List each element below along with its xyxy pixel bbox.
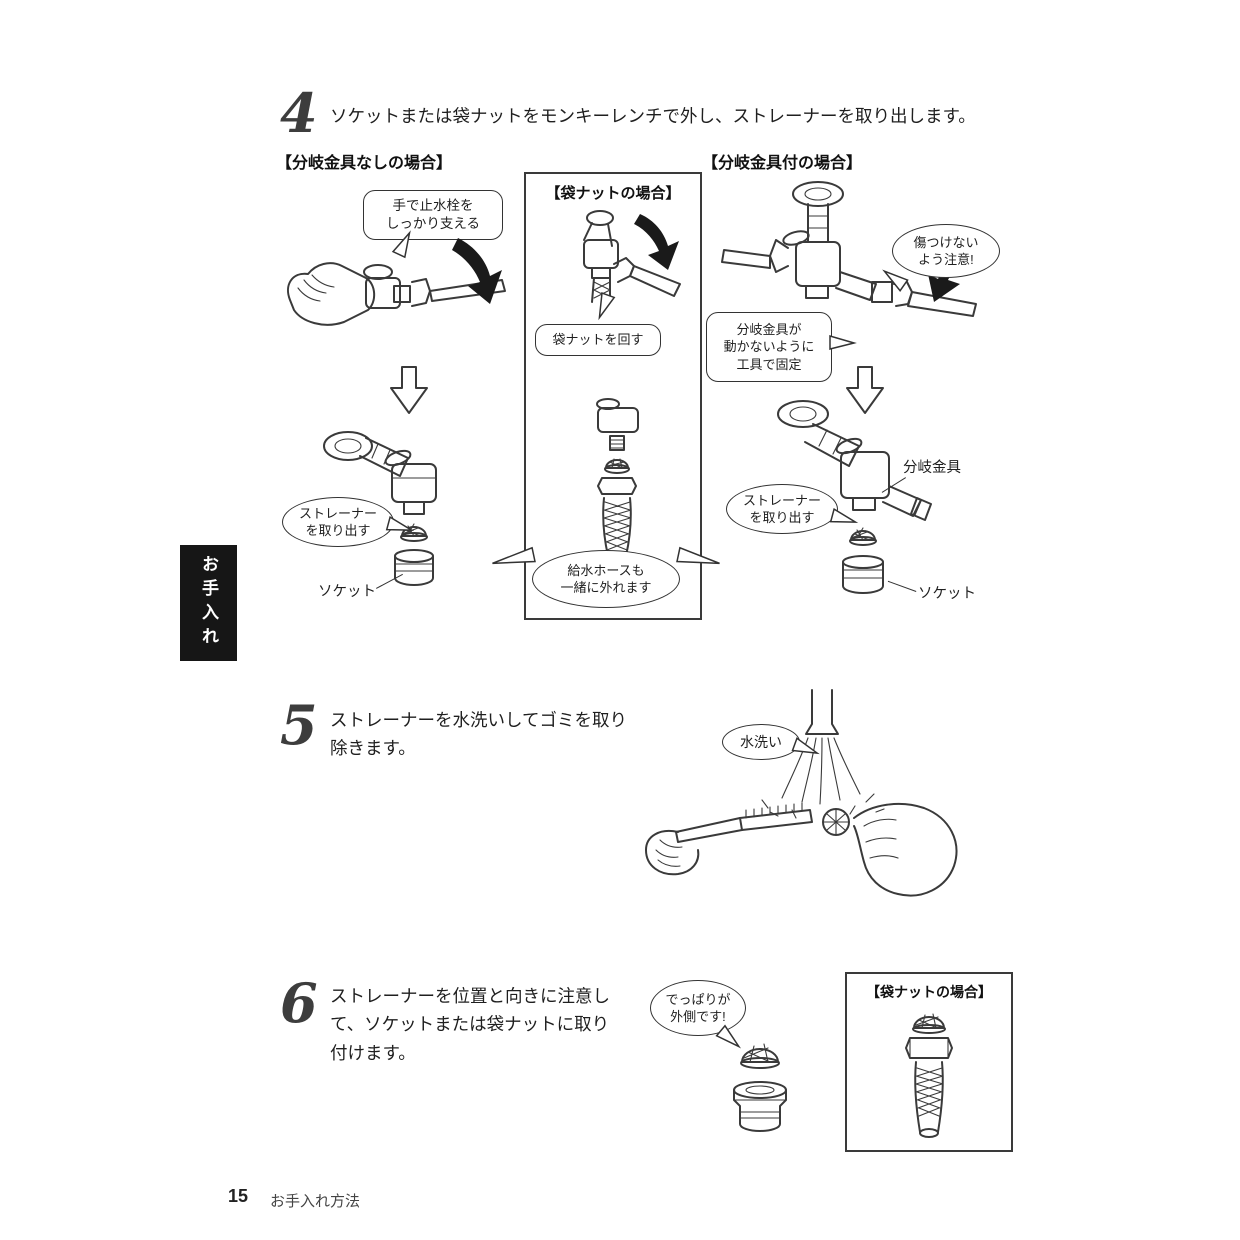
hose-detach-callout: 給水ホースも 一緒に外れます: [532, 550, 680, 608]
socket-label-right: ソケット: [918, 586, 976, 602]
turn-nut-callout: 袋ナットを回す: [535, 324, 661, 356]
callout-tail: [715, 1024, 742, 1049]
strainer-callout-left: ストレーナー を取り出す: [282, 497, 394, 547]
hold-valve-bubble: 手で止水栓を しっかり支える: [363, 190, 503, 240]
step6-number: 6: [280, 971, 318, 1035]
hollow-down-arrow-icon: [846, 366, 884, 414]
callout-tail: [492, 546, 536, 565]
fix-fitting-callout: 分岐金具が 動かないように 工具で固定: [706, 312, 832, 382]
side-tab-care: お手入れ: [180, 545, 237, 661]
callout-tail: [391, 230, 411, 259]
step5-instruction: ストレーナーを水洗いしてゴミを取り 除きます。: [330, 710, 627, 759]
exploded-parts-illustration: [596, 398, 639, 562]
callout-tail: [882, 269, 909, 292]
cap-nut-wrench-illustration: [583, 210, 681, 303]
wash-callout: 水洗い: [722, 724, 800, 760]
strainer-nut-hose-illustration: [905, 1013, 953, 1138]
callout-tail: [598, 291, 616, 321]
cap-nut-case-box-step6: [845, 972, 1013, 1152]
cap-nut-header-step6: 【袋ナットの場合】: [866, 984, 992, 1000]
stop-valve-parts-illustration: [323, 431, 437, 586]
strainer-callout-right: ストレーナー を取り出す: [726, 484, 838, 534]
hand-wrench-illustration: [287, 238, 506, 326]
step4-number: 4: [280, 81, 318, 145]
callout-tail: [676, 546, 720, 565]
protrusion-callout: でっぱりが 外側です!: [650, 980, 746, 1036]
branch-fitting-label: 分岐金具: [903, 460, 961, 476]
strainer-washing-illustration: [645, 689, 958, 897]
cap-nut-header: 【袋ナットの場合】: [545, 185, 681, 202]
section-header-no-branch: 【分岐金具なしの場合】: [276, 155, 453, 172]
step5-number: 5: [280, 693, 318, 757]
callout-tail: [385, 515, 415, 531]
step6-instruction: ストレーナーを位置と向きに注意し て、ソケットまたは袋ナットに取り 付けます。: [330, 986, 610, 1063]
callout-tail: [791, 737, 820, 755]
strainer-socket-illustration: [733, 1043, 787, 1132]
footer-page-number: 15: [228, 1186, 249, 1206]
section-header-with-branch: 【分岐金具付の場合】: [702, 155, 863, 172]
callout-tail: [829, 507, 859, 523]
hollow-down-arrow-icon: [390, 366, 428, 414]
callout-tail: [829, 335, 857, 350]
caution-callout: 傷つけない よう注意!: [892, 224, 1000, 278]
socket-label-left: ソケット: [318, 584, 376, 600]
footer-section-title: お手入れ方法: [270, 1193, 361, 1210]
branch-valve-parts-illustration: [777, 400, 932, 594]
step4-instruction: ソケットまたは袋ナットをモンキーレンチで外し、ストレーナーを取り出します。: [330, 106, 976, 126]
